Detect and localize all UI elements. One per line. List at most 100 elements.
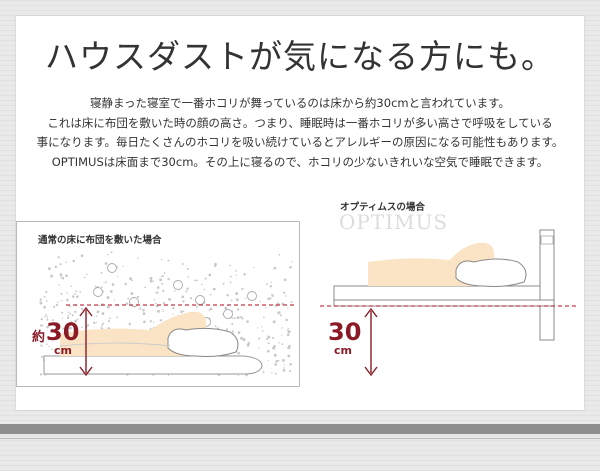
dust-dot	[258, 347, 260, 349]
dust-dot	[144, 286, 147, 289]
dust-dot	[269, 297, 272, 300]
dust-dot	[162, 309, 164, 311]
dust-dot	[261, 330, 264, 332]
dust-dot	[186, 267, 189, 270]
dust-dot	[139, 307, 142, 310]
dust-dot	[142, 312, 146, 316]
dust-dot	[105, 281, 108, 284]
dust-dot	[130, 279, 133, 282]
dust-dot	[272, 320, 276, 324]
dust-dot	[233, 317, 236, 320]
dust-dot	[159, 278, 163, 282]
dust-dot	[286, 329, 288, 331]
dust-dot	[101, 312, 105, 316]
dust-dot	[56, 324, 58, 327]
dust-dot	[185, 290, 188, 293]
bed-pillow	[455, 258, 527, 287]
dust-dot	[59, 273, 63, 276]
dust-dot	[240, 288, 243, 290]
dust-dot	[59, 263, 62, 266]
dust-dot	[54, 265, 58, 269]
dust-dot	[81, 326, 83, 329]
dust-dot	[246, 343, 250, 347]
dust-dot	[96, 311, 99, 314]
dust-dot	[235, 274, 238, 276]
dust-dot	[127, 297, 130, 300]
height-value-left: 30	[46, 318, 80, 346]
dust-dot	[110, 251, 113, 254]
dust-dot	[260, 326, 263, 328]
dust-dot	[289, 363, 292, 366]
dust-dot	[209, 307, 213, 311]
dust-dot	[39, 324, 42, 327]
dust-dot	[83, 276, 86, 279]
dust-dot	[282, 369, 286, 372]
dust-dot	[152, 374, 155, 377]
dust-dot	[149, 276, 153, 280]
dust-clump	[247, 291, 257, 301]
dust-dot	[41, 340, 45, 344]
dust-dot	[229, 264, 232, 267]
dust-dot	[222, 282, 225, 285]
dust-dot	[222, 313, 224, 316]
dust-dot	[143, 320, 146, 324]
dust-dot	[274, 363, 278, 366]
dust-dot	[53, 305, 56, 308]
dust-dot	[272, 346, 275, 350]
dust-dot	[116, 275, 119, 277]
dust-dot	[181, 295, 185, 299]
dust-dot	[274, 348, 276, 350]
dust-dot	[180, 310, 183, 314]
dust-dot	[241, 287, 244, 290]
dust-dot	[230, 299, 233, 302]
dust-dot	[106, 305, 110, 309]
dust-dot	[95, 321, 97, 324]
dust-dot	[241, 317, 244, 320]
dust-dot	[287, 307, 289, 309]
dust-dot	[40, 345, 43, 348]
dust-dot	[95, 315, 98, 317]
dust-dot	[103, 282, 105, 284]
dust-dot	[71, 314, 74, 317]
dust-dot	[208, 273, 212, 277]
dust-dot	[272, 336, 275, 340]
dust-dot	[172, 307, 175, 310]
height-unit-left: cm	[54, 344, 72, 357]
dust-dot	[104, 262, 108, 265]
dust-dot	[41, 355, 44, 358]
dust-dot	[289, 265, 292, 269]
dust-dot	[66, 298, 69, 302]
dust-dot	[281, 334, 283, 336]
dust-dot	[107, 253, 109, 256]
dust-dot	[245, 297, 247, 299]
dust-dot	[154, 302, 157, 305]
dust-dot	[111, 283, 115, 286]
dust-dot	[209, 293, 212, 296]
dust-dot	[235, 270, 237, 272]
dust-dot	[153, 299, 156, 301]
dust-dot	[160, 275, 163, 278]
dust-dot	[101, 324, 103, 327]
dust-dot	[100, 271, 103, 274]
dust-dot	[152, 280, 155, 282]
futon-blanket	[59, 342, 171, 347]
dust-dot	[273, 266, 277, 270]
dust-dot	[173, 290, 176, 292]
dust-dot	[61, 276, 65, 280]
dust-dot	[157, 309, 160, 313]
dust-dot	[266, 349, 270, 353]
dust-dot	[50, 328, 54, 332]
dust-dot	[69, 312, 72, 315]
dust-dot	[231, 317, 234, 320]
dust-dot	[69, 321, 73, 324]
approx-prefix: 約	[32, 330, 46, 345]
dust-dot	[62, 327, 65, 330]
dust-dot	[48, 346, 50, 348]
dust-dot	[128, 322, 131, 326]
dust-dot	[67, 311, 69, 313]
dust-dot	[167, 277, 170, 281]
dust-dot	[156, 291, 159, 294]
dust-dot	[240, 336, 243, 340]
dust-dot	[167, 259, 170, 262]
